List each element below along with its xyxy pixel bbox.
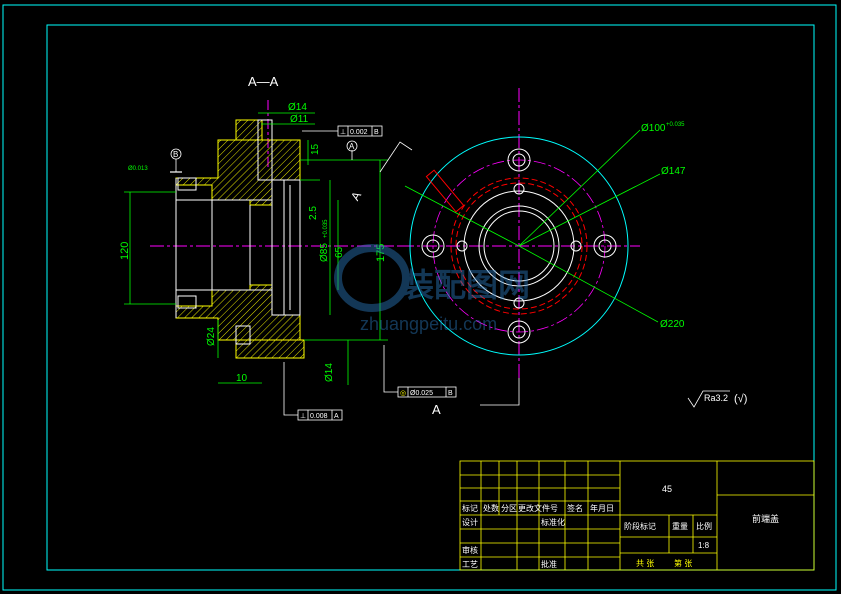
dim-text-d85: Ø85 [319,243,330,262]
leader-view-a [480,370,520,406]
section-body-top [175,139,301,206]
leader-section-arrow [379,141,413,173]
watermark: 装配图网 zhuangpeitu.com [334,244,530,334]
tb-weight: 重量 [672,521,688,531]
oil-groove [425,169,465,213]
tb-header-5: 年月日 [590,503,614,513]
dim-text-d85-tol: +0.035 [323,219,329,238]
dim-text-d24: Ø24 [206,327,217,346]
dim-leader-d147 [518,173,661,247]
small-holes [456,183,582,309]
section-hole-bottom [235,325,251,345]
dim-leader-d100 [518,129,641,247]
dim-text-10: 10 [236,373,248,384]
outer-border [2,4,837,591]
dim-text-d11: Ø11 [290,114,309,125]
tb-process: 工艺 [462,560,478,569]
section-a-label: A [348,189,364,203]
tb-header-3: 更改文件号 [518,503,558,513]
section-slot-left-top [177,177,197,191]
tol-perp-bottom-datum: A [334,413,339,420]
tb-scale-value: 1:8 [698,541,710,550]
section-lip-top [235,119,263,141]
datum-b-symbol [170,148,182,173]
dim-text-d100: Ø100 [641,123,666,134]
section-step-right [271,179,301,316]
dim-text-15: 15 [310,143,321,155]
section-slot-left-bottom [177,295,197,309]
front-d147-circle [450,177,588,315]
front-bolt-circle [432,159,606,333]
front-bore-circle [478,205,560,287]
dim-text-d14-top: Ø14 [288,102,307,113]
dim-text-175: 175 [375,244,387,262]
dim-text-2-5: 2.5 [308,206,319,220]
bolt-hole-left [421,234,445,258]
tb-header-2: 分区 [501,504,517,513]
tol-perp-bottom-symbol: ⊥ [300,413,306,420]
tb-scale: 比例 [696,521,712,531]
front-view: Ø100 +0.035 Ø147 Ø220 A A [348,88,686,417]
tb-approve: 批准 [541,559,557,569]
front-ring-1 [463,190,575,302]
tol-frame-perp-top [337,125,383,137]
section-view: A—A Ø14 Ø11 15 2.5 Ø85 +0.035 65 120 Ø24… [119,74,520,421]
tb-material: 45 [662,484,672,494]
leader-perp-bottom [283,362,298,416]
dim-text-d220: Ø220 [660,319,685,330]
tb-sheets-total: 共 张 [636,559,654,568]
tb-header-0: 标记 [462,503,478,513]
dim-text-d100-tol: +0.035 [666,122,685,128]
tb-part-name: 前端盖 [752,513,779,524]
dim-text-d14-bottom: Ø14 [324,363,335,382]
tb-stage: 阶段标记 [624,521,656,531]
tol-frame-perp-bottom [297,409,343,421]
bolt-hole-bottom [507,320,531,344]
section-hole-top [257,119,273,181]
tol-position-datum: B [448,390,453,397]
section-flange-bottom [235,339,305,359]
watermark-cn: 装配图网 [402,267,530,303]
dim-text-120: 120 [119,242,131,260]
view-a-label: A [432,402,441,417]
title-block [459,460,815,571]
tol-perp-top-value: 0.002 [350,129,368,136]
datum-b-label: B [173,150,178,159]
front-d147-inner [455,182,583,310]
front-bore-inner [483,210,555,282]
tol-perp-bottom-value: 0.008 [310,413,328,420]
tol-frame-position [397,386,457,398]
tb-review: 审核 [462,545,478,555]
roughness-value: Ra3.2 [704,393,728,403]
section-body-bottom [175,284,301,341]
dim-leader-d100-opposite [404,185,520,247]
bolt-hole-top [507,148,531,172]
section-title: A—A [248,74,279,89]
tol-perp-top-datum: B [374,129,379,136]
datum-a-label: A [349,142,355,151]
tb-standard: 标准化 [541,517,565,527]
tb-design: 设计 [462,517,478,527]
tol-perp-top-symbol: ⊥ [340,129,346,136]
tol-position-value: Ø0.025 [410,390,433,397]
tb-header-4: 签名 [567,503,583,513]
roughness-bracket: (√) [734,393,747,405]
tb-sheet-no: 第 张 [674,558,692,568]
dim-leader-d220 [518,245,659,323]
inner-border [46,24,815,571]
dim-text-d147: Ø147 [661,166,686,177]
note-left: Ø0.013 [128,166,148,172]
roughness-mark [687,390,730,408]
leader-position [383,345,398,393]
front-outer-circle [409,136,629,356]
title-block-text: 45 前端盖 标记 处数 分区 更改文件号 签名 年月日 设计 标准化 审核 工… [462,484,779,569]
dim-text-65: 65 [334,246,345,258]
tol-position-symbol: ◎ [400,390,406,397]
datum-a-symbol [346,140,358,152]
tb-header-1: 处数 [483,503,499,513]
bolt-hole-right [593,234,617,258]
section-outline-inner-bore [211,199,273,291]
watermark-url: zhuangpeitu.com [360,314,497,334]
